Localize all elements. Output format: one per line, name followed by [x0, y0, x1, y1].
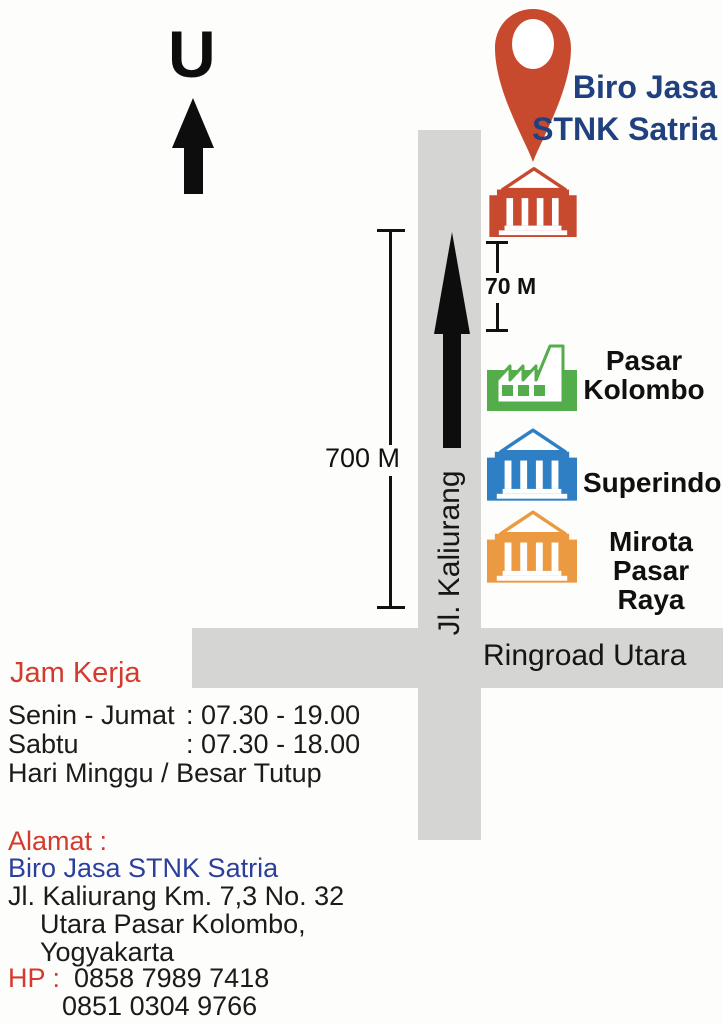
horizontal-road	[192, 628, 723, 688]
phone-number-1: 0858 7989 7418	[74, 963, 270, 993]
hours-closed-note: Hari Minggu / Besar Tutup	[8, 758, 322, 788]
address-line-area: Utara Pasar Kolombo,	[40, 909, 306, 939]
dimension-700m-cap-bottom	[377, 606, 405, 609]
distance-700m-label: 700 M	[325, 443, 401, 473]
dimension-70m-cap-bottom	[486, 329, 508, 332]
mirota-building-icon	[487, 510, 577, 583]
road-direction-arrow-shaft	[443, 330, 461, 448]
hours-saturday-time: : 07.30 - 18.00	[186, 729, 361, 759]
hours-heading: Jam Kerja	[10, 657, 141, 689]
hours-weekday-time: : 07.30 - 19.00	[186, 700, 361, 730]
mirota-label-line2: Pasar Raya	[612, 555, 690, 615]
biro-jasa-building-icon	[489, 167, 577, 237]
ringroad-utara-label: Ringroad Utara	[483, 639, 687, 672]
superindo-building-icon	[487, 428, 577, 501]
compass-north-label: U	[168, 17, 216, 91]
mirota-label: Mirota Pasar Raya	[578, 527, 723, 614]
pasar-kolombo-factory-icon	[487, 344, 577, 411]
dimension-700m-line-lower	[389, 476, 392, 608]
address-line-city: Yogyakarta	[40, 937, 175, 967]
pasar-kolombo-label: Pasar Kolombo	[578, 346, 710, 404]
phone-row: HP : 0858 7989 7418	[8, 963, 269, 994]
business-title-line2: STNK Satria	[532, 111, 717, 147]
pasar-kolombo-label-line2: Kolombo	[583, 374, 705, 405]
hours-weekday-label: Senin - Jumat	[8, 700, 175, 730]
phone-number-2: 0851 0304 9766	[62, 991, 258, 1021]
hours-row-saturday: Sabtu : 07.30 - 18.00	[8, 730, 408, 759]
address-heading: Alamat :	[8, 826, 108, 856]
hours-block: Senin - Jumat : 07.30 - 19.00 Sabtu : 07…	[8, 701, 408, 788]
business-title-line1: Biro Jasa	[572, 69, 717, 105]
location-pin-icon	[495, 9, 571, 162]
road-direction-arrow-icon	[434, 232, 470, 334]
address-business-name: Biro Jasa STNK Satria	[8, 853, 279, 883]
business-title: Biro Jasa STNK Satria	[532, 66, 717, 150]
north-arrow-icon	[172, 98, 214, 148]
dimension-700m-line-upper	[389, 229, 392, 445]
dimension-70m-line-upper	[496, 241, 499, 273]
hours-saturday-label: Sabtu	[8, 729, 79, 759]
dimension-70m-line-lower	[496, 303, 499, 331]
phone-label: HP :	[8, 963, 61, 993]
hours-row-weekday: Senin - Jumat : 07.30 - 19.00	[8, 701, 408, 730]
address-line-street: Jl. Kaliurang Km. 7,3 No. 32	[8, 881, 345, 911]
mirota-label-line1: Mirota	[609, 526, 693, 557]
pasar-kolombo-label-line1: Pasar	[605, 345, 683, 376]
north-arrow-shaft	[184, 146, 203, 194]
superindo-label: Superindo	[583, 467, 722, 498]
jl-kaliurang-label: Jl. Kaliurang	[433, 470, 466, 636]
distance-70m-label: 70 M	[485, 273, 537, 299]
